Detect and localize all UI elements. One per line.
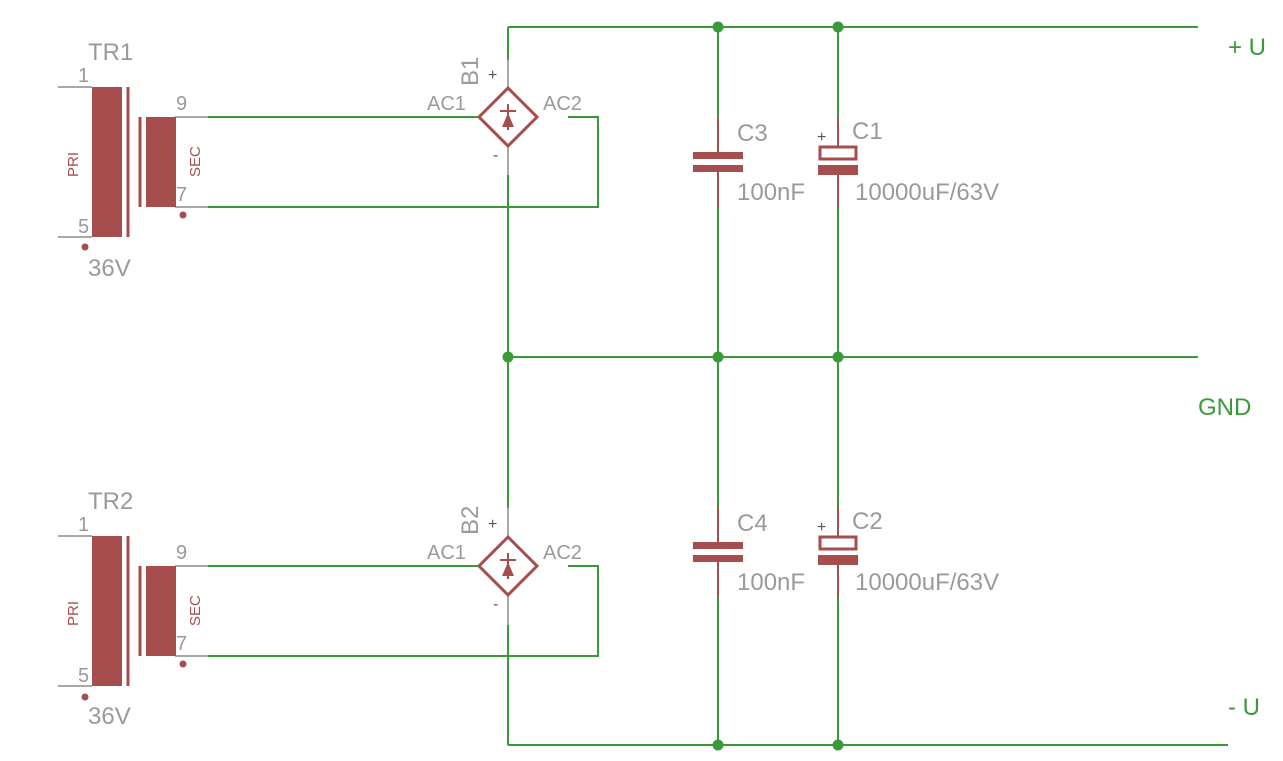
- c3-value-label: 100nF: [737, 179, 805, 206]
- tr1-pin7-label: 7: [176, 184, 187, 206]
- tr1-pin9-label: 9: [176, 93, 187, 115]
- tr1-pin7-to-ac2: [208, 116, 599, 208]
- c1-name-label: C1: [852, 118, 883, 145]
- bridge-rectifier-b2: B2 AC1 AC2 + -: [427, 506, 582, 625]
- junction-dot: [712, 351, 724, 363]
- c2-positive-plate: [818, 535, 858, 551]
- c1-positive-plate: [818, 145, 858, 161]
- capacitor-c2: + C2 10000uF/63V: [817, 508, 999, 598]
- c3-name-label: C3: [737, 120, 768, 147]
- tr2-pin9-label: 9: [176, 542, 187, 564]
- tr2-pin7-to-ac2: [208, 565, 599, 657]
- tr2-sec-label: SEC: [187, 595, 204, 626]
- bridge-rectifier-b1: B1 AC1 AC2 + -: [427, 57, 582, 175]
- junction-dot: [712, 739, 724, 751]
- capacitor-c3: C3 100nF: [693, 118, 805, 208]
- tr1-name-label: TR1: [88, 39, 133, 66]
- c2-negative-plate: [818, 555, 858, 565]
- c1-negative-plate: [818, 165, 858, 175]
- tr2-pin1-label: 1: [78, 514, 89, 536]
- tr2-pri-label: PRI: [65, 601, 82, 626]
- secondary-wires: [208, 116, 599, 657]
- tr1-secondary-winding: [146, 117, 176, 207]
- junction-dot: [832, 21, 844, 33]
- c3-plate: [693, 165, 743, 172]
- c4-plate: [693, 542, 743, 549]
- tr2-secondary-winding: [146, 566, 176, 656]
- b1-bridge-body: [476, 85, 540, 149]
- capacitor-c4: C4 100nF: [693, 508, 805, 598]
- c2-value-label: 10000uF/63V: [855, 569, 999, 596]
- neg-rail-label: - U: [1228, 694, 1260, 721]
- c3-plate: [693, 152, 743, 159]
- tr2-phase-dot: [81, 693, 89, 701]
- tr1-sec-label: SEC: [187, 146, 204, 177]
- tr1-pri-label: PRI: [65, 152, 82, 177]
- junctions: [502, 21, 844, 751]
- c1-value-label: 10000uF/63V: [855, 179, 999, 206]
- b1-ac2-label: AC2: [543, 93, 582, 115]
- tr2-pin5-label: 5: [78, 665, 89, 687]
- transformer-tr1: TR1 1 5 9 7 36V PRI SEC: [58, 39, 208, 282]
- c1-polarity-label: +: [817, 129, 826, 146]
- b2-ac2-label: AC2: [543, 542, 582, 564]
- tr2-name-label: TR2: [88, 488, 133, 515]
- tr2-primary-winding: [92, 536, 122, 686]
- junction-dot: [502, 351, 514, 363]
- transformer-tr2: TR2 1 5 9 7 36V PRI SEC: [58, 488, 208, 730]
- junction-dot: [832, 351, 844, 363]
- capacitor-c1: + C1 10000uF/63V: [817, 118, 999, 208]
- c4-plate: [693, 555, 743, 562]
- tr1-phase-dot: [179, 211, 187, 219]
- b2-ac1-label: AC1: [427, 542, 466, 564]
- tr2-value-label: 36V: [88, 703, 131, 730]
- tr1-phase-dot: [81, 243, 89, 251]
- tr2-phase-dot: [179, 660, 187, 668]
- b1-minus-label: -: [493, 147, 498, 164]
- tr1-value-label: 36V: [88, 255, 131, 282]
- b1-plus-label: +: [488, 67, 497, 84]
- pos-rail-label: + U: [1228, 34, 1266, 61]
- tr2-pin7-label: 7: [176, 633, 187, 655]
- rail-wires: [507, 26, 1228, 746]
- c4-name-label: C4: [737, 510, 768, 537]
- b2-plus-label: +: [488, 516, 497, 533]
- tr1-primary-winding: [92, 87, 122, 237]
- c2-polarity-label: +: [817, 519, 826, 536]
- b2-bridge-body: [476, 534, 540, 598]
- tr1-pin1-label: 1: [78, 65, 89, 87]
- tr1-pin5-label: 5: [78, 216, 89, 238]
- gnd-rail-label: GND: [1198, 394, 1251, 421]
- junction-dot: [832, 739, 844, 751]
- b2-name-label: B2: [457, 506, 484, 535]
- c2-name-label: C2: [852, 508, 883, 535]
- b1-ac1-label: AC1: [427, 93, 466, 115]
- junction-dot: [712, 21, 724, 33]
- b1-name-label: B1: [457, 57, 484, 86]
- c4-value-label: 100nF: [737, 569, 805, 596]
- b2-minus-label: -: [493, 596, 498, 613]
